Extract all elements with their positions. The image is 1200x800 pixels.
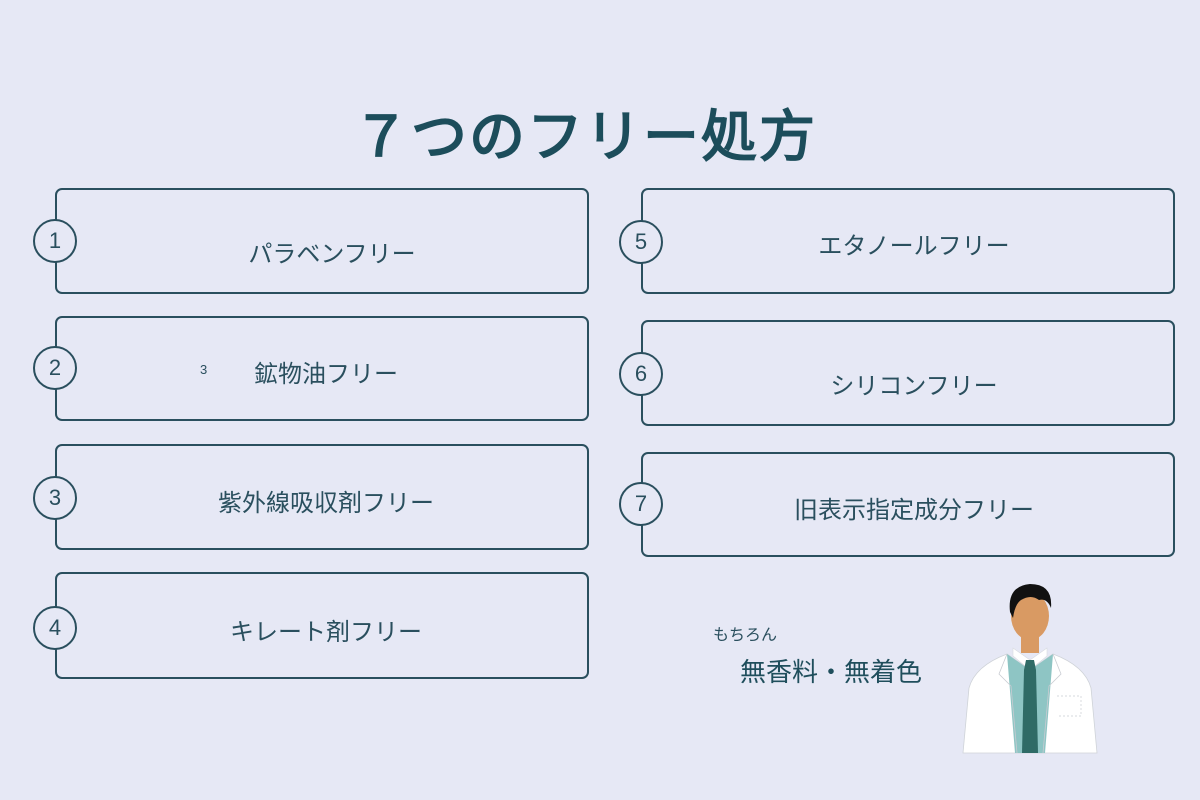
number-badge-5: 5 (619, 220, 663, 264)
note-main: 無香料・無着色 (740, 658, 923, 688)
free-item-7: 7 旧表示指定成分フリー (619, 452, 1175, 557)
free-item-1: 1 パラベンフリー (33, 188, 589, 294)
doctor-illustration (962, 584, 1098, 754)
free-item-label: エタノールフリー (818, 232, 1010, 260)
stray-mark: 3 (200, 362, 208, 377)
free-item-2: 2 3 鉱物油フリー (33, 316, 589, 421)
free-item-label: シリコンフリー (830, 372, 998, 400)
free-item-label: 旧表示指定成分フリー (794, 496, 1034, 524)
free-item-3: 3 紫外線吸収剤フリー (33, 444, 589, 550)
note-prefix: もちろん (713, 625, 778, 644)
number-badge-3: 3 (33, 476, 77, 520)
page-title: ７つのフリー処方 (353, 105, 817, 170)
free-item-6: 6 シリコンフリー (619, 320, 1175, 426)
number-badge-7: 7 (619, 482, 663, 526)
free-item-label: パラベンフリー (248, 240, 416, 268)
free-item-label: キレート剤フリー (230, 618, 422, 646)
free-item-label: 紫外線吸収剤フリー (218, 489, 434, 517)
free-item-4: 4 キレート剤フリー (33, 572, 589, 679)
number-badge-6: 6 (619, 352, 663, 396)
number-badge-4: 4 (33, 606, 77, 650)
number-badge-2: 2 (33, 346, 77, 390)
free-item-5: 5 エタノールフリー (619, 188, 1175, 294)
number-badge-1: 1 (33, 219, 77, 263)
free-item-label: 鉱物油フリー (254, 360, 398, 388)
